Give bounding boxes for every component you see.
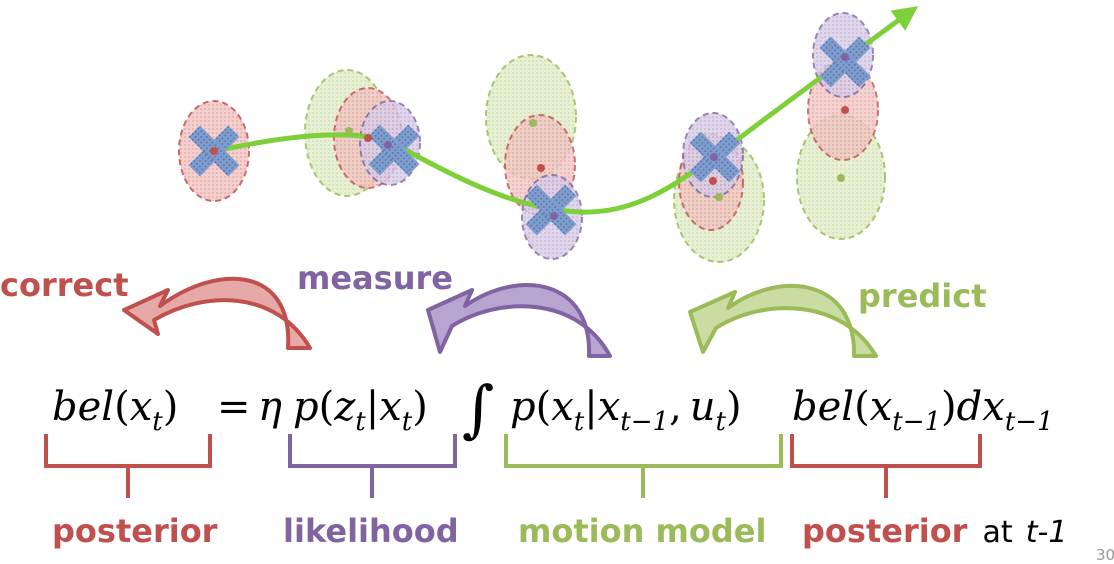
robot-path: [209, 6, 919, 215]
robot-marker-5: [819, 36, 871, 88]
predicted-mean-5: [837, 174, 845, 182]
page-number: 30: [1096, 546, 1114, 564]
bayes-equation: bel(xt) = η p(zt|xt) ∫ p(xt|xt−1,ut) bel…: [52, 372, 1054, 445]
robot-marker-3: [525, 184, 577, 236]
measurement-mean-4: [710, 153, 718, 161]
predicted-mean-3: [529, 119, 537, 127]
posterior-mean-2: [364, 134, 372, 142]
posterior-mean-1: [210, 147, 218, 155]
equation-motion-model: p(xt|xt−1,ut): [510, 384, 742, 437]
posterior-label: posterior: [52, 512, 218, 550]
equation-likelihood: p(zt|xt): [293, 384, 428, 437]
robot-marker-2: [368, 124, 420, 176]
posterior-mean-5: [841, 106, 849, 114]
posterior-mean-3: [537, 164, 545, 172]
measurement-mean-5: [841, 53, 849, 61]
equation-equals: =: [217, 384, 251, 430]
likelihood-bracket: [288, 434, 457, 498]
posterior-bracket: [44, 434, 212, 498]
equation-eta: η: [258, 384, 282, 430]
likelihood-label: likelihood: [283, 512, 459, 550]
posterior-mean-4: [709, 177, 717, 185]
measurement-mean-3: [550, 212, 558, 220]
measure-label: measure: [297, 259, 453, 297]
correct-arrow: [122, 276, 312, 350]
prior-posterior-bracket: [790, 434, 982, 498]
measurement-mean-2: [384, 141, 392, 149]
prior-posterior-label: posterior at t-1: [802, 512, 1067, 550]
equation-lhs: bel(xt): [52, 384, 178, 437]
equation-integral: ∫: [462, 372, 494, 445]
correct-label: correct: [0, 266, 128, 304]
motion-model-bracket: [504, 434, 783, 498]
predicted-mean-2: [345, 127, 353, 135]
equation-prior-belief: bel(xt−1)dxt−1: [792, 384, 1054, 437]
motion-model-label: motion model: [518, 512, 766, 550]
measure-arrow: [426, 283, 612, 358]
predict-arrow: [688, 284, 878, 358]
predict-label: predict: [858, 277, 987, 315]
trajectory-group: [178, 6, 919, 263]
predicted-mean-4: [715, 193, 723, 201]
